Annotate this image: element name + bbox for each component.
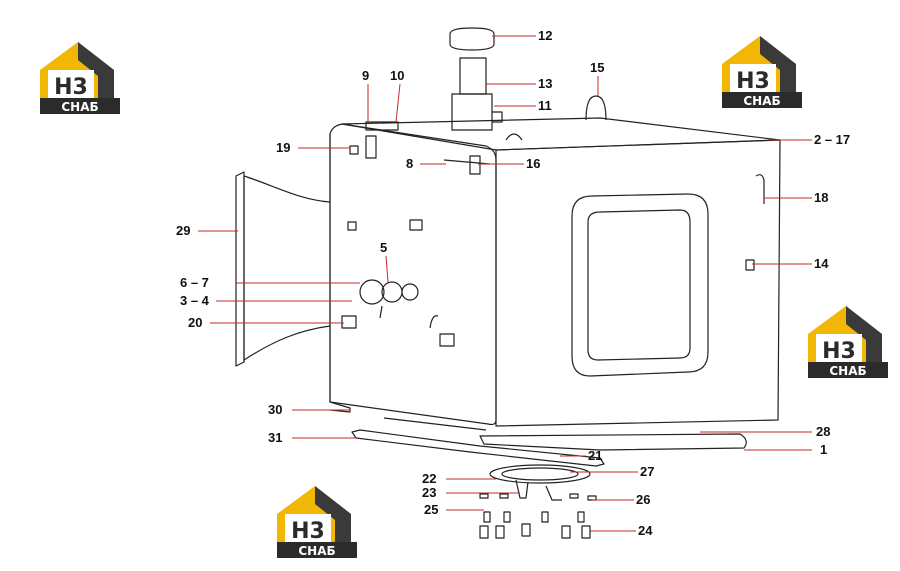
callout-19: 19 [276,140,290,155]
vent-fitting [365,121,399,131]
callout-1: 1 [820,442,827,457]
callout-13: 13 [538,76,552,91]
callout-20: 20 [188,315,202,330]
callout-23: 23 [422,485,436,500]
fuel-tank-drawing [235,27,781,539]
callout-5: 5 [380,240,387,255]
callout-30: 30 [268,402,282,417]
filler-cap [449,27,495,51]
callout-25: 25 [424,502,438,517]
logo-watermark-bottom-left: H3 СНАБ [277,486,357,558]
callout-14: 14 [814,256,829,271]
callout-6-7: 6 – 7 [180,275,209,290]
callout-31: 31 [268,430,282,445]
lifting-eye [585,95,607,121]
logo-mark: H3 [291,519,325,544]
logo-word: СНАБ [61,100,98,114]
callout-11: 11 [538,98,552,113]
callout-3-4: 3 – 4 [180,293,210,308]
logo-mark: H3 [54,75,88,100]
filler-strainer [459,57,487,95]
tank-front-face [329,123,497,426]
callout-22: 22 [422,471,436,486]
callout-18: 18 [814,190,828,205]
callout-26: 26 [636,492,650,507]
fastener-group [479,493,597,539]
tank-right-face [495,139,781,427]
callout-15: 15 [590,60,604,75]
side-handle [755,174,765,204]
callout-29: 29 [176,223,190,238]
level-gauge [359,279,419,319]
leader-lines [198,35,812,532]
logo-mark: H3 [736,69,770,94]
logo-watermark-top-right: H3 СНАБ [722,36,802,108]
callout-21: 21 [588,448,602,463]
callout-12: 12 [538,28,552,43]
callout-10: 10 [390,68,404,83]
drain-plug [745,259,755,271]
callout-24: 24 [638,523,653,538]
callout-28: 28 [816,424,830,439]
inspection-window-inner [587,209,691,361]
callout-16: 16 [526,156,540,171]
logo-word: СНАБ [743,94,780,108]
callout-27: 27 [640,464,654,479]
side-guard-plate [235,171,331,367]
logo-word: СНАБ [829,364,866,378]
inspection-window-frame [571,193,709,377]
callout-2-17: 2 – 17 [814,132,850,147]
logo-mark: H3 [822,339,856,364]
logo-watermark-top-left: H3 СНАБ [40,42,120,114]
filler-neck [451,93,493,131]
mounting-strap-left [351,429,605,467]
mounting-strap-right [479,433,747,451]
logo-word: СНАБ [298,544,335,558]
callout-labels: 12 13 11 15 9 10 2 – 17 19 8 16 18 29 5 … [176,28,850,538]
logo-watermark-middle-right: H3 СНАБ [808,306,888,378]
callout-8: 8 [406,156,413,171]
callout-9: 9 [362,68,369,83]
gasket-ring [489,464,591,484]
